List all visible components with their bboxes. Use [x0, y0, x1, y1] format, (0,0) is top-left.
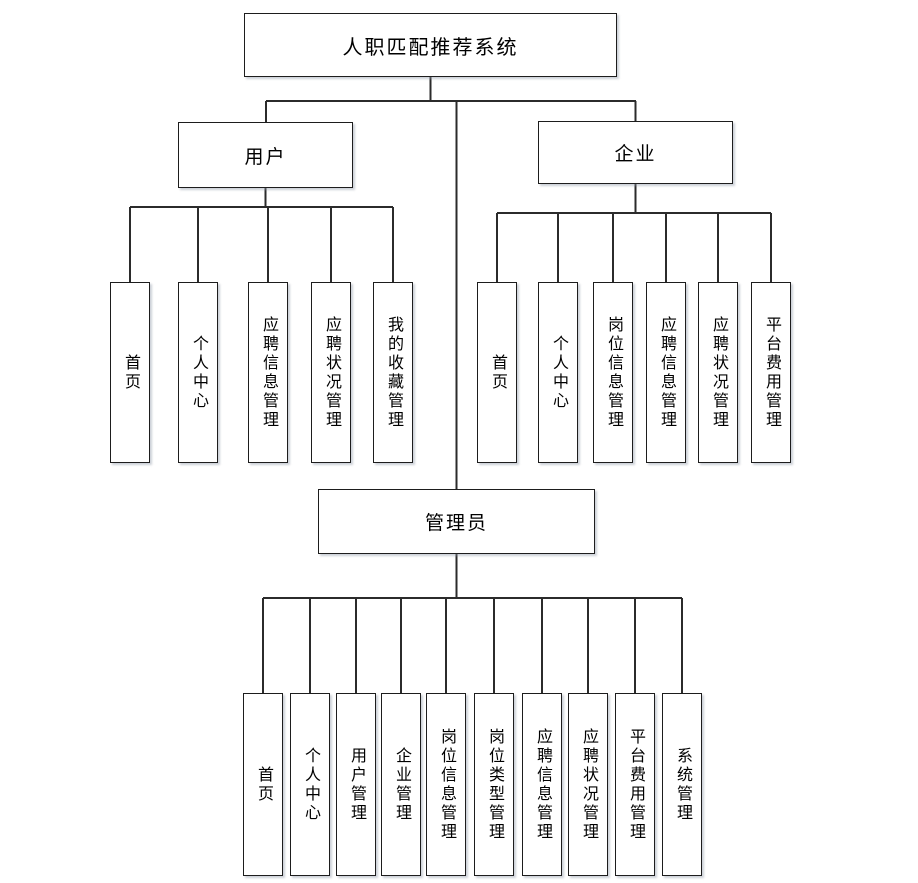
node-admin-user-management: 用户管理: [336, 693, 376, 876]
level1-connectors: [265, 77, 637, 489]
node-label: 个人中心: [302, 746, 319, 823]
node-user-application-status-management: 应聘状况管理: [311, 282, 351, 463]
node-admin-personal-center: 个人中心: [290, 693, 330, 876]
node-label: 首页: [122, 353, 139, 392]
root-node-label: 人职匹配推荐系统: [342, 36, 519, 59]
node-label: 应聘信息管理: [534, 727, 551, 842]
node-admin-application-status-management: 应聘状况管理: [568, 693, 608, 876]
node-label: 应聘状况管理: [710, 315, 727, 430]
node-user-application-info-management: 应聘信息管理: [248, 282, 288, 463]
node-label: 应聘状况管理: [580, 727, 597, 842]
admin-branch-node: 管理员: [318, 489, 595, 554]
node-admin-platform-fee-management: 平台费用管理: [615, 693, 655, 876]
admin-branch-label: 管理员: [424, 513, 488, 534]
node-user-my-favorites-management: 我的收藏管理: [373, 282, 413, 463]
user-branch-connectors: [129, 188, 394, 283]
user-branch-node: 用户: [178, 122, 353, 188]
node-enterprise-personal-center: 个人中心: [538, 282, 578, 463]
node-label: 平台费用管理: [627, 727, 644, 842]
node-label: 应聘状况管理: [323, 315, 340, 430]
node-label: 个人中心: [550, 334, 567, 411]
user-branch-label: 用户: [244, 146, 287, 168]
node-label: 个人中心: [190, 334, 207, 411]
enterprise-branch-connectors: [496, 184, 772, 283]
node-user-personal-center: 个人中心: [178, 282, 218, 463]
node-label: 我的收藏管理: [385, 315, 402, 430]
node-label: 首页: [255, 765, 272, 804]
enterprise-branch-node: 企业: [538, 121, 733, 184]
node-label: 平台费用管理: [763, 315, 780, 430]
node-label: 用户管理: [348, 746, 365, 823]
admin-branch-connectors: [262, 554, 683, 694]
node-enterprise-home: 首页: [477, 282, 517, 463]
node-label: 应聘信息管理: [658, 315, 675, 430]
node-label: 岗位信息管理: [605, 315, 622, 430]
node-enterprise-application-status-management: 应聘状况管理: [698, 282, 738, 463]
node-label: 首页: [489, 353, 506, 392]
node-enterprise-job-info-management: 岗位信息管理: [593, 282, 633, 463]
node-admin-home: 首页: [243, 693, 283, 876]
node-label: 岗位类型管理: [486, 727, 503, 842]
node-label: 企业管理: [393, 746, 410, 823]
node-user-home: 首页: [110, 282, 150, 463]
node-admin-system-management: 系统管理: [662, 693, 702, 876]
node-admin-job-type-management: 岗位类型管理: [474, 693, 514, 876]
root-node: 人职匹配推荐系统: [244, 13, 617, 77]
node-admin-enterprise-management: 企业管理: [381, 693, 421, 876]
node-enterprise-platform-fee-management: 平台费用管理: [751, 282, 791, 463]
node-label: 应聘信息管理: [260, 315, 277, 430]
enterprise-branch-label: 企业: [614, 144, 657, 165]
node-admin-application-info-management: 应聘信息管理: [522, 693, 562, 876]
node-enterprise-application-info-management: 应聘信息管理: [646, 282, 686, 463]
node-label: 系统管理: [674, 746, 691, 823]
node-label: 岗位信息管理: [438, 727, 455, 842]
node-admin-job-info-management: 岗位信息管理: [426, 693, 466, 876]
